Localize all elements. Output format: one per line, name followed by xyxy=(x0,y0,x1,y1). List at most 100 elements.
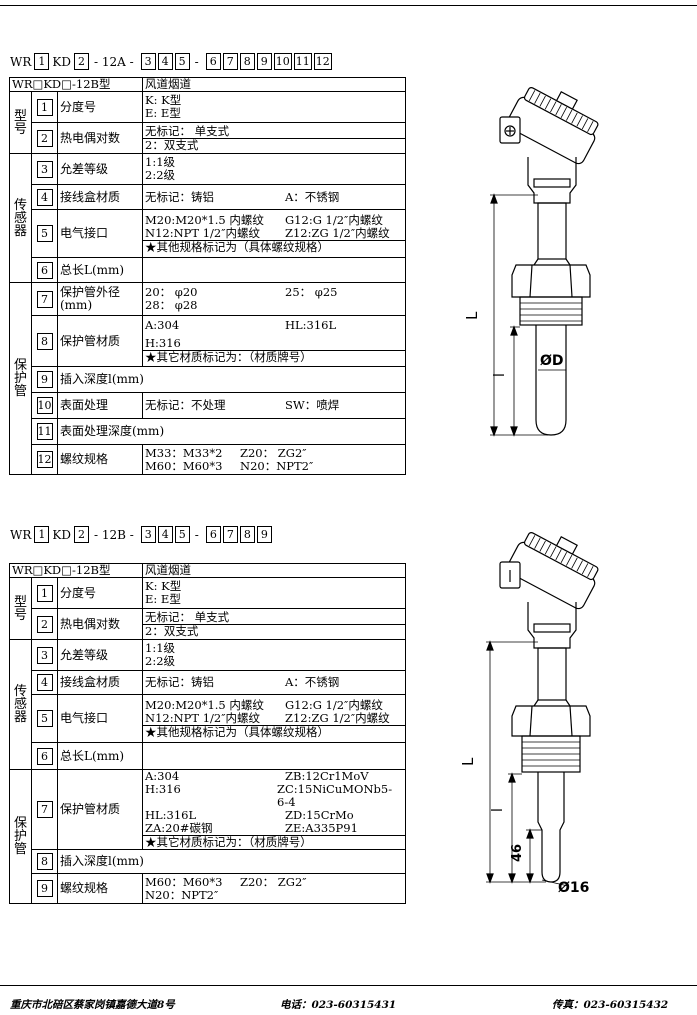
row-name: 总长L(mm) xyxy=(57,257,143,283)
row-name: 分度号 xyxy=(57,577,143,609)
row-number: 12 xyxy=(31,444,58,475)
row-number: 9 xyxy=(31,873,58,904)
row-number: 5 xyxy=(31,694,58,743)
row-name: 热电偶对数 xyxy=(57,122,143,154)
row-name: 表面处理 xyxy=(57,392,143,419)
code-box: 5 xyxy=(174,526,190,543)
row-name: 保护管材质 xyxy=(57,769,143,850)
dim-L-label: L xyxy=(463,311,481,320)
code-box: 5 xyxy=(174,53,190,70)
row-name: 接线盒材质 xyxy=(57,670,143,695)
row-number: 11 xyxy=(31,418,58,445)
code-box: 10 xyxy=(273,53,292,70)
row-name: 保护管外径(mm) xyxy=(57,282,143,316)
row-number: 2 xyxy=(31,122,58,154)
row-name: 总长L(mm) xyxy=(57,742,143,770)
row-name: 螺纹规格 xyxy=(57,873,143,904)
row-number: 6 xyxy=(31,742,58,770)
code-box: 3 xyxy=(140,526,156,543)
row-number: 8 xyxy=(31,315,58,367)
model1-thermocouple-drawing: L l ØD xyxy=(463,87,599,437)
row-name: 螺纹规格 xyxy=(57,444,143,475)
code-series: - 12A - xyxy=(93,54,134,69)
code-box: 3 xyxy=(140,53,156,70)
code-dash: - xyxy=(194,54,199,69)
dim-diameter-label: ØD xyxy=(540,353,564,369)
dim-l-label: l xyxy=(490,808,506,812)
code-mid: KD xyxy=(52,527,71,542)
row-number: 2 xyxy=(31,608,58,640)
row-name: 热电偶对数 xyxy=(57,608,143,640)
row-number: 7 xyxy=(31,769,58,850)
code-prefix: WR xyxy=(10,54,32,69)
row-number: 7 xyxy=(31,282,58,316)
code-box: 1 xyxy=(34,526,50,543)
code-box: 9 xyxy=(256,53,272,70)
code-box: 8 xyxy=(239,526,255,543)
group-tube: 保护管 xyxy=(9,769,32,904)
group-sensor: 传感器 xyxy=(9,153,32,283)
code-box: 6 xyxy=(205,526,221,543)
row-number: 5 xyxy=(31,209,58,258)
row-name: 电气接口 xyxy=(57,694,143,743)
model1-code-line: WR 1 KD 2 - 12A - 3 4 5 - 6 7 8 9 10 11 … xyxy=(10,53,333,70)
row-number: 1 xyxy=(31,91,58,123)
row-name: 分度号 xyxy=(57,91,143,123)
code-box: 7 xyxy=(222,53,238,70)
row-name: 保护管材质 xyxy=(57,315,143,367)
group-tube: 保护管 xyxy=(9,282,32,475)
code-box: 6 xyxy=(205,53,221,70)
code-series: - 12B - xyxy=(93,527,134,542)
model2-code-line: WR 1 KD 2 - 12B - 3 4 5 - 6 7 8 9 xyxy=(10,526,273,543)
table-header-left: WR□KD□-12B型 xyxy=(9,563,143,578)
code-box: 2 xyxy=(73,53,89,70)
code-box: 4 xyxy=(157,53,173,70)
row-name: 表面处理深度(mm) xyxy=(57,418,406,445)
footer-rule xyxy=(0,985,697,986)
table-header-left: WR□KD□-12B型 xyxy=(9,77,143,92)
code-box: 9 xyxy=(256,526,272,543)
table-header-right: 风道烟道 xyxy=(142,563,406,578)
row-number: 4 xyxy=(31,184,58,210)
row-value xyxy=(142,257,406,283)
row-name: 电气接口 xyxy=(57,209,143,258)
row-number: 9 xyxy=(31,366,58,393)
code-box: 2 xyxy=(73,526,89,543)
code-box: 7 xyxy=(222,526,238,543)
footer-address: 重庆市北碚区蔡家岗镇嘉德大道8号 xyxy=(10,999,175,1011)
row-name: 插入深度l(mm) xyxy=(57,849,406,874)
code-box: 1 xyxy=(34,53,50,70)
row-number: 3 xyxy=(31,639,58,671)
code-box: 12 xyxy=(313,53,332,70)
group-sensor: 传感器 xyxy=(9,639,32,770)
group-type: 型号 xyxy=(9,577,32,640)
row-number: 8 xyxy=(31,849,58,874)
row-number: 1 xyxy=(31,577,58,609)
row-number: 4 xyxy=(31,670,58,695)
table-header-right: 风道烟道 xyxy=(142,77,406,92)
dim-diameter-label: Ø16 xyxy=(558,880,589,896)
code-box: 11 xyxy=(293,53,312,70)
model2-thermocouple-drawing: L l 46 Ø16 xyxy=(459,532,599,896)
row-number: 6 xyxy=(31,257,58,283)
row-name: 允差等级 xyxy=(57,639,143,671)
code-prefix: WR xyxy=(10,527,32,542)
row-number: 3 xyxy=(31,153,58,185)
footer-phone: 电话：023-60315431 xyxy=(280,999,397,1011)
row-name: 插入深度l(mm) xyxy=(57,366,406,393)
